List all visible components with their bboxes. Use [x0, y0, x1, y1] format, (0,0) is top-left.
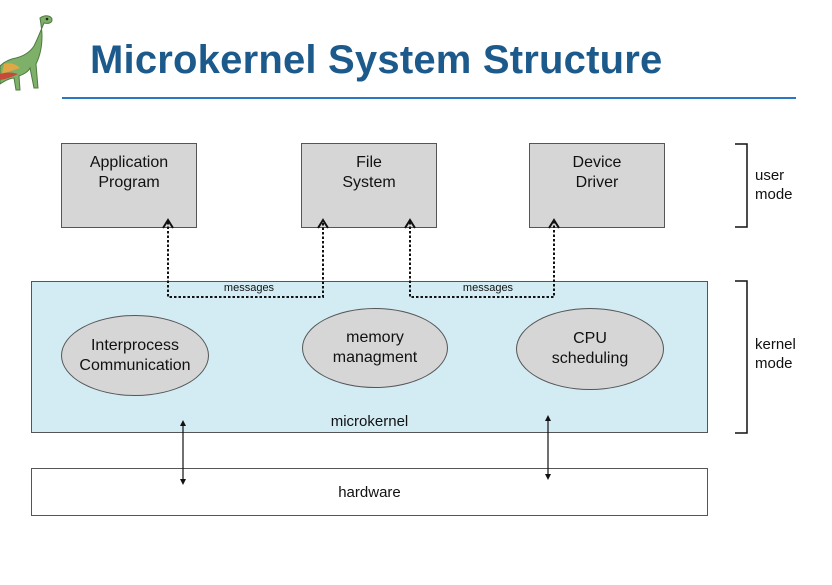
page-title: Microkernel System Structure: [90, 38, 663, 82]
dinosaur-logo: [0, 15, 53, 91]
ipc-label: Interprocess Communication: [79, 336, 191, 374]
user-mode-bracket: [735, 143, 748, 228]
messages-label-right: messages: [462, 282, 514, 294]
title-divider: [62, 97, 796, 99]
message-path-right: [409, 222, 555, 298]
memory-management-label: memory managment: [332, 329, 418, 366]
cpu-scheduling-label: CPU scheduling: [551, 330, 629, 367]
device-driver-label: Device Driver: [572, 153, 622, 191]
kernel-mode-label: kernel mode: [755, 336, 796, 372]
kernel-hardware-arrow-left: [180, 420, 186, 485]
memory-management-oval: memory managment: [302, 308, 448, 388]
cpu-scheduling-oval: CPU scheduling: [516, 308, 664, 390]
hardware-label: hardware: [338, 483, 401, 501]
arrowhead-application: [162, 218, 174, 229]
file-system-label: File System: [342, 153, 396, 191]
user-mode-label: user mode: [755, 167, 793, 203]
messages-label-left: messages: [223, 282, 275, 294]
hardware-box: hardware: [31, 468, 708, 516]
message-path-left: [167, 222, 324, 298]
arrowhead-file-system-left: [317, 218, 329, 229]
kernel-mode-bracket: [735, 280, 748, 434]
file-system-box: File System: [301, 143, 437, 228]
kernel-hardware-arrow-right: [545, 415, 551, 480]
application-program-box: Application Program: [61, 143, 197, 228]
device-driver-box: Device Driver: [529, 143, 665, 228]
arrowhead-device-driver: [548, 218, 560, 229]
ipc-oval: Interprocess Communication: [61, 315, 209, 396]
microkernel-label: microkernel: [330, 413, 409, 430]
application-program-label: Application Program: [89, 153, 169, 191]
arrowhead-file-system-right: [404, 218, 416, 229]
